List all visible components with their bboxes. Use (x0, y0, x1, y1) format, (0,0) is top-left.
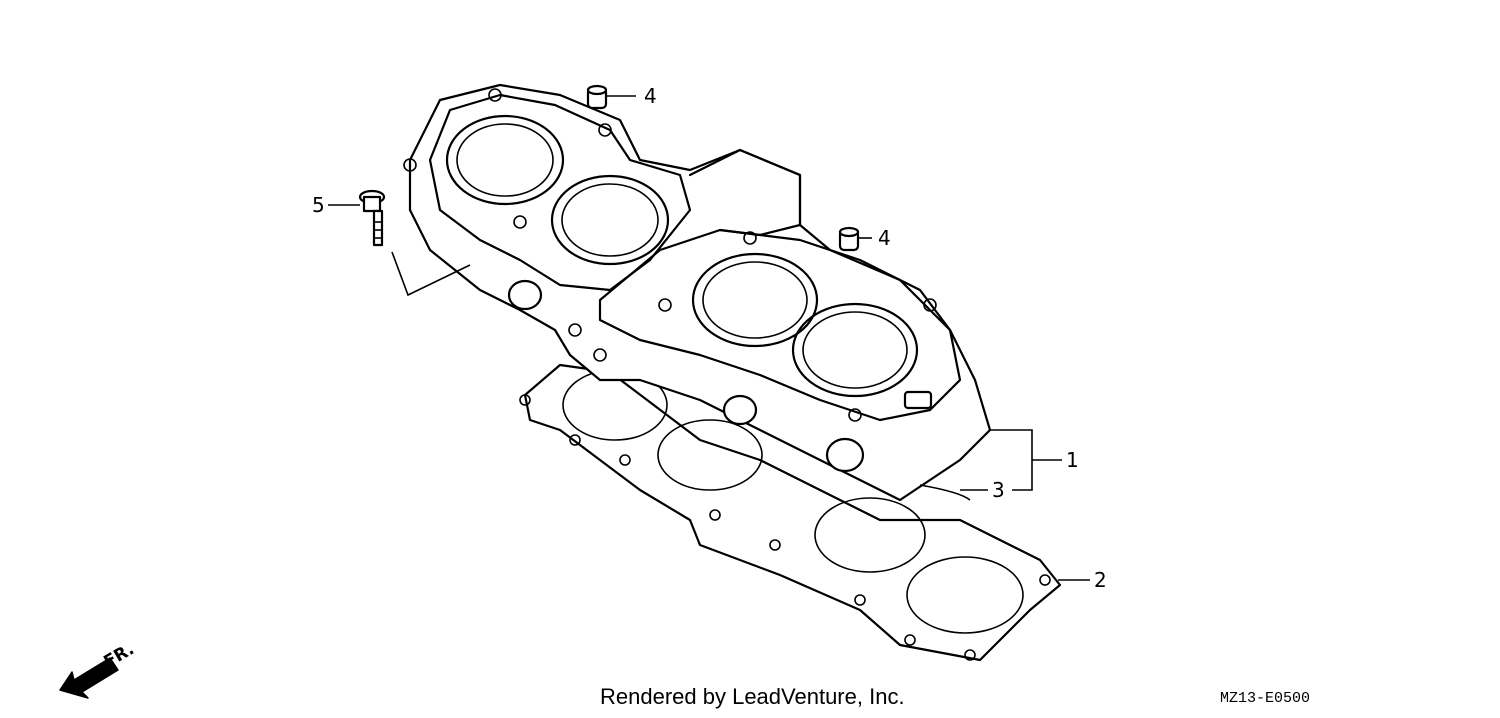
callout-4-lower: 4 (878, 226, 891, 250)
diagram-code: MZ13-E0500 (1220, 690, 1311, 707)
callout-3: 3 (992, 478, 1005, 502)
bolt-leader-line (391, 251, 471, 297)
flange-bolt[interactable] (358, 189, 386, 247)
cylinder-gasket[interactable] (519, 363, 1062, 662)
callout-1: 1 (1066, 448, 1079, 472)
cylinder-sleeve[interactable] (919, 484, 971, 501)
callout-5: 5 (312, 193, 325, 217)
callout-4-upper: 4 (644, 84, 657, 108)
rendered-by-credit: Rendered by LeadVenture, Inc. (600, 684, 905, 709)
callout-2: 2 (1094, 568, 1107, 592)
leader-1-3-bracket (990, 429, 1062, 491)
dowel-pin-upper[interactable] (586, 84, 608, 110)
front-direction-arrow-icon (59, 657, 119, 699)
dowel-pin-lower[interactable] (838, 226, 860, 252)
cylinder-block[interactable] (403, 83, 992, 502)
